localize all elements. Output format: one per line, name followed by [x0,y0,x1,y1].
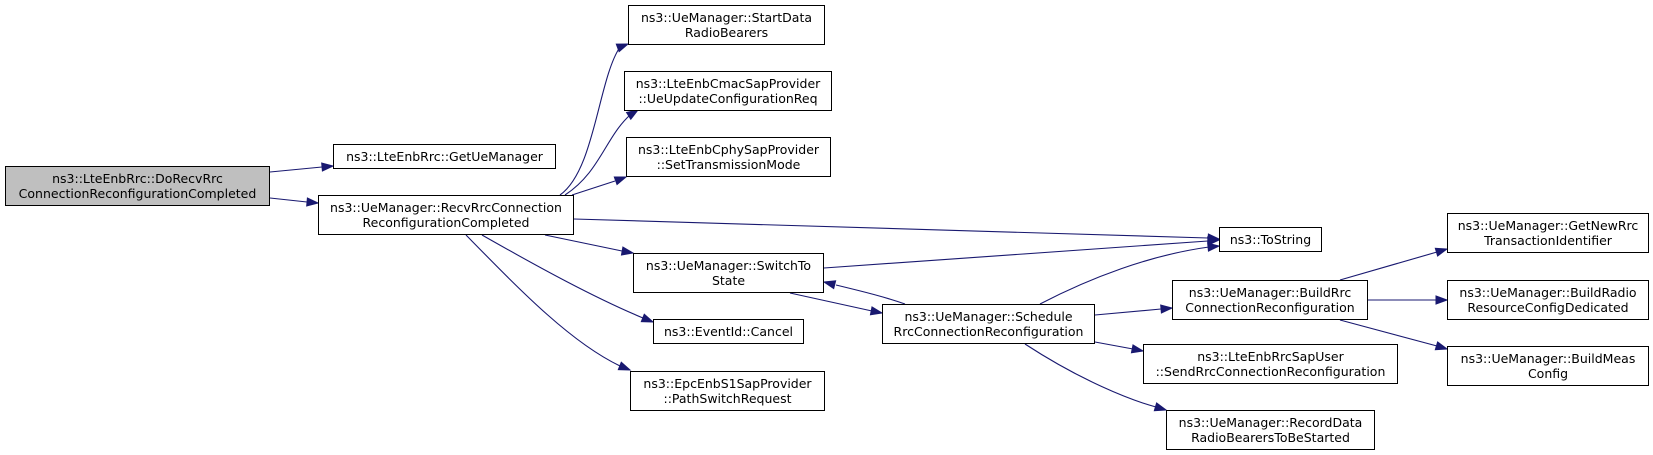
edge-buildrrc-to-getnewrrc [1339,251,1438,281]
node-label-line: ReconfigurationCompleted [362,215,530,230]
node-label-line: ns3::UeManager::Schedule [904,309,1073,324]
node-label-line: ns3::LteEnbRrcSapUser [1197,349,1344,364]
node-label-line: ns3::LteEnbRrc::GetUeManager [346,149,543,164]
edge-schedule-to-tostring-arrowhead [1207,242,1221,252]
node-uemanager-startdataradiobearers[interactable]: ns3::UeManager::StartData RadioBearers [628,5,825,45]
edge-buildrrc-to-buildmeas [1339,319,1438,347]
edge-recvrrc-to-switchto [544,234,623,252]
node-uemanager-getnewrrctransactionidentifier[interactable]: ns3::UeManager::GetNewRrc TransactionIde… [1447,213,1649,253]
edge-switchto-to-tostring-arrowhead [1207,236,1221,246]
node-label-line: ns3::EventId::Cancel [663,324,793,339]
node-label-line: ns3::UeManager::SwitchTo [645,258,812,273]
edge-recvrrc-to-cancel [481,234,644,319]
edge-recvrrc-to-cmac-arrowhead [625,109,640,121]
edge-recvrrc-to-startdata-arrowhead [615,43,630,53]
node-lteenbcphysapprovider[interactable]: ns3::LteEnbCphySapProvider ::SetTransmis… [626,137,831,177]
node-uemanager-recorddataradiobearers[interactable]: ns3::UeManager::RecordData RadioBearersT… [1166,410,1375,450]
edge-recvrrc-to-cphy [571,180,616,196]
edge-schedule-to-sendrrc-arrowhead [1130,344,1145,354]
node-eventid-cancel[interactable]: ns3::EventId::Cancel [653,319,804,344]
node-label-line: ConnectionReconfiguration [1185,300,1355,315]
node-label-line: Config [1527,366,1569,381]
edge-recvrrc-to-cancel-arrowhead [640,313,655,323]
node-label-line: ::PathSwitchRequest [663,391,792,406]
node-label-line: ns3::EpcEnbS1SapProvider [643,376,812,391]
edge-schedule-to-tostring [1039,246,1210,305]
node-uemanager-recvrrcconnection[interactable]: ns3::UeManager::RecvRrcConnection Reconf… [318,195,574,235]
node-label-line: RrcConnectionReconfiguration [893,324,1084,339]
edge-buildrrc-to-buildmeas-arrowhead [1434,341,1449,351]
edge-root-to-getuemanager [269,166,323,173]
edge-schedule-to-buildrrc-arrowhead [1160,304,1174,314]
node-uemanager-switchtostate[interactable]: ns3::UeManager::SwitchTo State [633,253,824,293]
edge-recvrrc-to-pathswitch-arrowhead [617,361,632,371]
node-label-line: TransactionIdentifier [1484,233,1612,248]
node-uemanager-buildradioresourceconfigdedicated[interactable]: ns3::UeManager::BuildRadio ResourceConfi… [1447,280,1649,320]
node-label-line: ns3::ToString [1229,232,1312,247]
edge-recvrrc-to-cphy-arrowhead [613,176,628,186]
node-label-line: ns3::UeManager::RecordData [1178,415,1363,430]
node-uemanager-buildrrcconnectionreconfiguration[interactable]: ns3::UeManager::BuildRrc ConnectionRecon… [1172,280,1368,320]
edge-recvrrc-to-pathswitch [465,234,621,367]
edge-buildrrc-to-getnewrrc-arrowhead [1434,247,1449,257]
edge-recvrrc-to-tostring [573,218,1209,239]
node-label-line: RadioBearersToBeStarted [1191,430,1350,445]
node-label-line: ::SetTransmissionMode [656,157,801,172]
node-lteenbcmacsapprovider[interactable]: ns3::LteEnbCmacSapProvider ::UeUpdateCon… [624,71,832,111]
node-label-line: State [711,273,746,288]
edge-schedule-to-switchto [835,284,906,305]
edge-root-to-recvrrc [269,197,308,203]
node-lteenbrrcsapuser-sendrrc[interactable]: ns3::LteEnbRrcSapUser ::SendRrcConnectio… [1143,344,1398,384]
node-label-line: ns3::UeManager::RecvRrcConnection [330,200,562,215]
edge-root-to-recvrrc-arrowhead [306,197,320,207]
edge-switchto-to-schedule-arrowhead [869,306,884,316]
edge-switchto-to-tostring [823,240,1209,269]
node-label-line: ns3::UeManager::BuildMeas [1460,351,1636,366]
edge-schedule-to-sendrrc [1094,341,1134,350]
node-label-line: ns3::LteEnbCphySapProvider [637,142,820,157]
edge-schedule-to-recorddata [1024,343,1157,408]
node-lteenbrrc-getuemanager[interactable]: ns3::LteEnbRrc::GetUeManager [333,144,556,169]
edge-switchto-to-schedule [789,292,873,312]
node-label-line: ns3::UeManager::StartData [640,10,813,25]
node-label-line: ns3::LteEnbRrc::DoRecvRrc [52,171,223,186]
edge-schedule-to-switchto-arrowhead [822,280,837,290]
node-root-lteenbrrc-dorecvrrc: ns3::LteEnbRrc::DoRecvRrc ConnectionReco… [5,166,270,206]
node-label-line: ResourceConfigDedicated [1467,300,1629,315]
node-label-line: ns3::UeManager::GetNewRrc [1457,218,1639,233]
node-label-line: ConnectionReconfigurationCompleted [18,186,257,201]
edge-schedule-to-recorddata-arrowhead [1153,402,1168,412]
node-label-line: ::UeUpdateConfigurationReq [638,91,818,106]
node-label-line: ::SendRrcConnectionReconfiguration [1155,364,1386,379]
node-label-line: ns3::UeManager::BuildRadio [1459,285,1637,300]
edge-buildrrc-to-buildradio-arrowhead [1435,295,1449,305]
node-label-line: ns3::LteEnbCmacSapProvider [635,76,821,91]
node-epcenbs1sapprovider-pathswitchrequest[interactable]: ns3::EpcEnbS1SapProvider ::PathSwitchReq… [630,371,825,411]
edge-recvrrc-to-startdata [559,46,621,196]
node-label-line: ns3::UeManager::BuildRrc [1188,285,1352,300]
edge-recvrrc-to-switchto-arrowhead [620,246,635,256]
node-tostring[interactable]: ns3::ToString [1219,227,1322,252]
edge-root-to-getuemanager-arrowhead [321,162,335,172]
node-label-line: RadioBearers [684,25,769,40]
edge-schedule-to-buildrrc [1094,308,1162,316]
node-uemanager-schedulerrcconnection[interactable]: ns3::UeManager::Schedule RrcConnectionRe… [882,304,1095,344]
edge-recvrrc-to-cmac [564,114,631,196]
node-uemanager-buildmeasconfig[interactable]: ns3::UeManager::BuildMeas Config [1447,346,1649,386]
